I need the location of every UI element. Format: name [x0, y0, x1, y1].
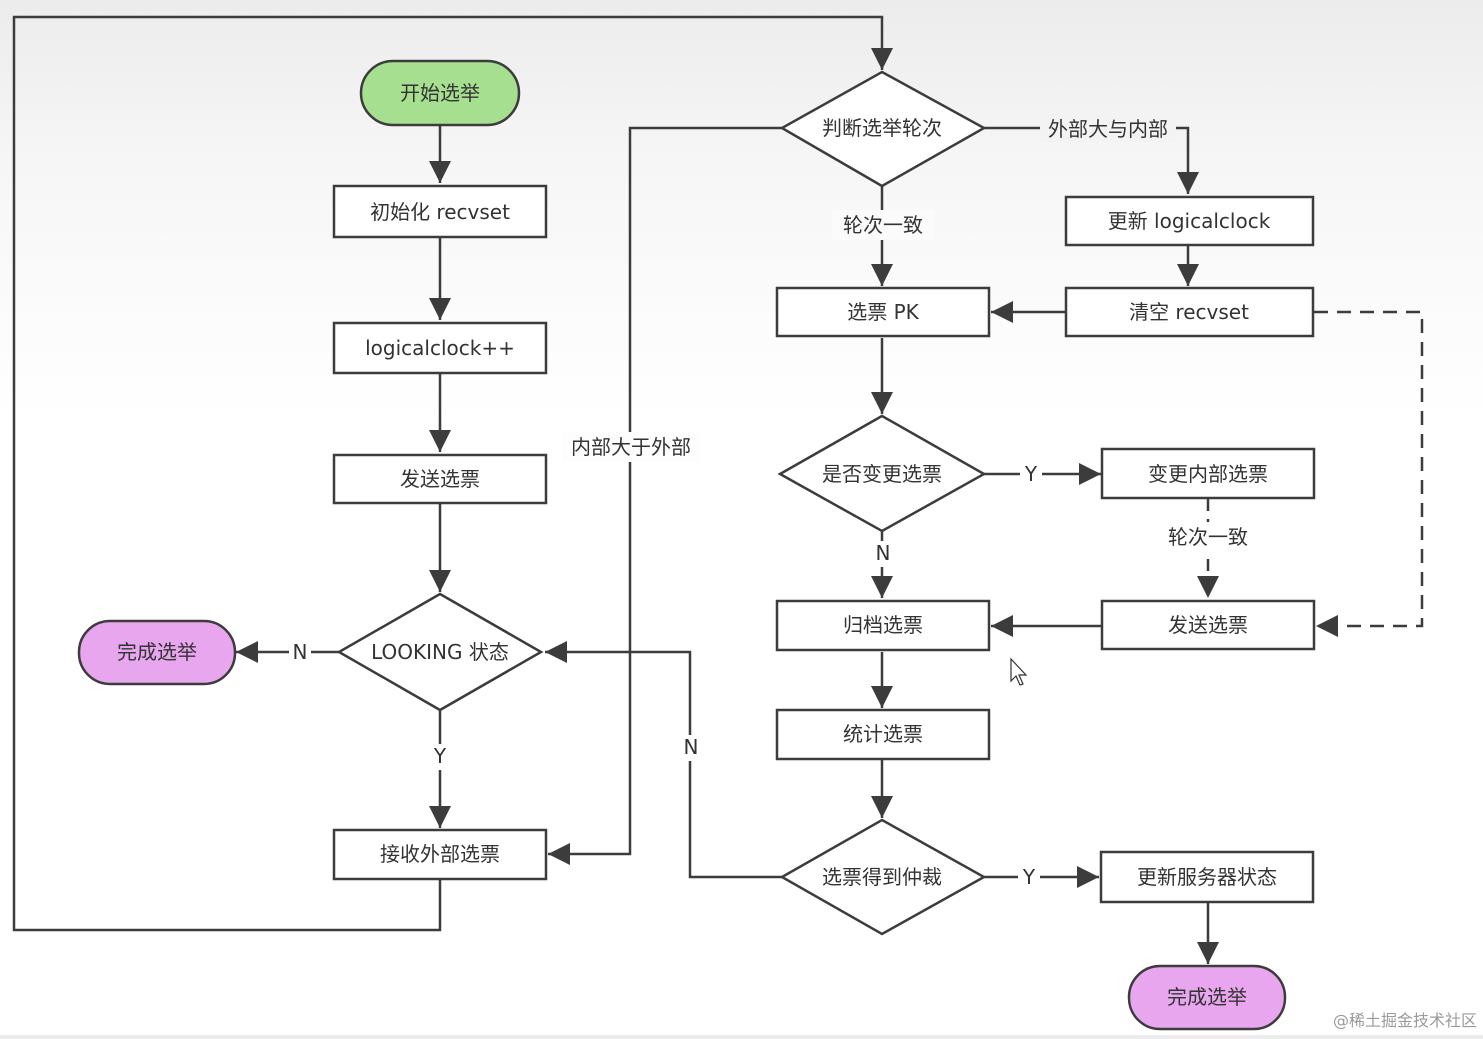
watermark: @稀土掘金技术社区 [1332, 1011, 1477, 1030]
change-vote-label: 是否变更选票 [822, 462, 942, 486]
change-vote-decision: 是否变更选票 [777, 414, 987, 533]
archive-vote-label: 归档选票 [843, 613, 923, 637]
label-arbitrate-yes: Y [1022, 865, 1036, 889]
vote-pk-label: 选票 PK [847, 300, 919, 324]
label-external-gt-internal: 外部大与内部 [1048, 117, 1168, 141]
count-vote-box: 统计选票 [775, 708, 991, 761]
init-recvset-label: 初始化 recvset [370, 200, 510, 224]
start-terminal-label: 开始选举 [400, 81, 480, 105]
receive-external-box: 接收外部选票 [332, 828, 548, 881]
label-looking-yes: Y [433, 744, 447, 768]
nodes: 开始选举 初始化 recvset logicalclock++ 发送选票 LOO… [77, 59, 1316, 1031]
edge-clear-to-send-right [1314, 310, 1424, 637]
label-round-equal-2: 轮次一致 [1168, 525, 1248, 549]
send-vote-right-box: 发送选票 [1100, 599, 1316, 651]
update-server-state-box: 更新服务器状态 [1099, 850, 1315, 904]
edge-receive-loop-to-judge [12, 15, 893, 932]
label-looking-no: N [293, 640, 308, 664]
arbitrate-label: 选票得到仲裁 [822, 865, 942, 889]
label-internal-gt-external: 内部大于外部 [571, 435, 691, 459]
arbitrate-decision: 选票得到仲裁 [779, 818, 987, 936]
logicalclock-increment-box: logicalclock++ [332, 321, 548, 375]
finish-left-terminal: 完成选举 [77, 619, 237, 686]
finish-left-label: 完成选举 [117, 640, 197, 664]
label-arbitrate-no: N [684, 735, 699, 759]
edge-arbitrate-no [545, 641, 782, 879]
edge-labels: 外部大与内部 轮次一致 内部大于外部 Y N 轮次一致 N Y N Y [289, 116, 1258, 891]
vote-pk-box: 选票 PK [775, 286, 991, 338]
start-terminal: 开始选举 [359, 59, 521, 127]
init-recvset-box: 初始化 recvset [332, 184, 548, 239]
count-vote-label: 统计选票 [843, 722, 923, 746]
label-round-equal-1: 轮次一致 [843, 213, 923, 237]
update-server-state-label: 更新服务器状态 [1137, 865, 1277, 889]
finish-right-terminal: 完成选举 [1127, 964, 1287, 1031]
edges [12, 15, 1424, 964]
update-logicalclock-label: 更新 logicalclock [1108, 209, 1271, 233]
finish-right-label: 完成选举 [1167, 985, 1247, 1009]
logicalclock-increment-label: logicalclock++ [365, 336, 515, 360]
update-logicalclock-box: 更新 logicalclock [1064, 195, 1315, 247]
send-vote-left-label: 发送选票 [400, 467, 480, 491]
looking-state-decision: LOOKING 状态 [336, 592, 544, 712]
looking-state-label: LOOKING 状态 [371, 640, 509, 664]
edge-judge-internal-gt-external [548, 126, 782, 865]
change-internal-label: 变更内部选票 [1148, 462, 1268, 486]
clear-recvset-label: 清空 recvset [1129, 300, 1249, 324]
mouse-cursor-icon [1010, 657, 1028, 686]
receive-external-label: 接收外部选票 [380, 842, 500, 866]
send-vote-left-box: 发送选票 [332, 453, 548, 505]
archive-vote-box: 归档选票 [775, 599, 991, 652]
judge-round-decision: 判断选举轮次 [779, 70, 987, 188]
label-change-yes: Y [1024, 462, 1038, 486]
label-change-no: N [876, 541, 891, 565]
clear-recvset-box: 清空 recvset [1064, 286, 1315, 338]
send-vote-right-label: 发送选票 [1168, 613, 1248, 637]
change-internal-box: 变更内部选票 [1100, 447, 1316, 500]
judge-round-label: 判断选举轮次 [822, 116, 942, 140]
